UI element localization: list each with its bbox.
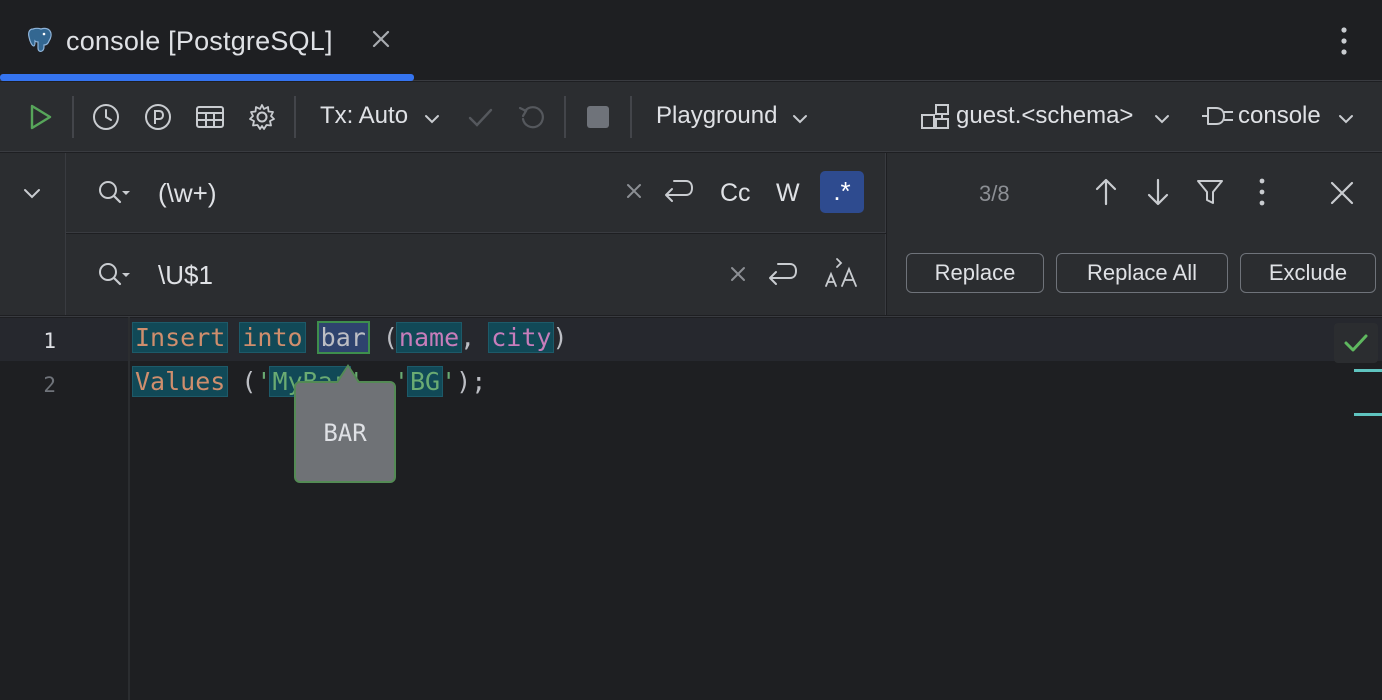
search-match: Insert <box>132 322 229 353</box>
whole-words-toggle[interactable]: W <box>776 179 800 207</box>
code-punctuation: , <box>460 323 491 352</box>
search-match: city <box>488 322 555 353</box>
chevron-down-icon[interactable] <box>422 109 442 129</box>
code-punctuation: ( <box>226 367 257 396</box>
arrow-down-icon[interactable] <box>1145 177 1171 207</box>
search-match: Values <box>132 366 229 397</box>
playground-mode-dropdown[interactable]: Playground <box>656 102 778 129</box>
rollback-icon[interactable] <box>514 99 550 135</box>
line-number: 2 <box>43 373 56 397</box>
search-match: into <box>239 322 306 353</box>
regex-toggle[interactable]: .* <box>820 171 864 213</box>
line-number: 1 <box>43 329 56 353</box>
check-icon <box>1344 334 1368 352</box>
filter-icon[interactable] <box>1195 177 1225 207</box>
toolbar-separator <box>630 96 632 138</box>
active-tab-indicator <box>0 74 414 81</box>
match-count: 3/8 <box>979 181 1010 206</box>
exclude-button[interactable]: Exclude <box>1240 253 1376 293</box>
settings-gear-icon[interactable] <box>244 99 280 135</box>
tab-title: console [PostgreSQL] <box>66 26 333 56</box>
current-search-match: bar <box>316 321 370 354</box>
collapse-replace-chevron-icon[interactable] <box>20 181 44 205</box>
inspection-status-widget[interactable] <box>1334 323 1378 363</box>
schema-dropdown[interactable]: guest.<schema> <box>956 102 1134 129</box>
tab-console[interactable]: console [PostgreSQL] <box>0 0 414 81</box>
replacement-preview-tooltip: BAR <box>294 381 396 483</box>
search-results-panel: 3/8 Replace Replace All Exclude <box>887 153 1382 315</box>
code-punctuation: ( <box>367 323 398 352</box>
scrollbar-match-marker <box>1354 413 1382 416</box>
replace-button[interactable]: Replace <box>906 253 1044 293</box>
parameters-icon[interactable] <box>140 99 176 135</box>
table-icon[interactable] <box>192 99 228 135</box>
replacement-preview-text: BAR <box>323 419 367 447</box>
preserve-case-icon[interactable] <box>824 256 860 292</box>
code-editor[interactable]: 1 2 Insert into bar (name, city) Values … <box>0 316 1382 700</box>
toolbar-separator <box>564 96 566 138</box>
search-input[interactable]: (\w+) <box>158 178 217 208</box>
console-toolbar: Tx: Auto Playground guest.<schema> conso… <box>0 82 1382 152</box>
more-vertical-icon[interactable] <box>1330 24 1358 58</box>
search-history-icon[interactable] <box>96 178 132 208</box>
search-match: name <box>395 322 463 353</box>
close-icon[interactable] <box>370 28 392 50</box>
string-quote: ' <box>393 367 409 396</box>
replace-all-button[interactable]: Replace All <box>1056 253 1228 293</box>
schema-icon <box>921 104 949 129</box>
search-match: BG <box>406 366 444 397</box>
arrow-up-icon[interactable] <box>1093 177 1119 207</box>
chevron-down-icon[interactable] <box>1336 109 1356 129</box>
stop-icon[interactable] <box>580 99 616 135</box>
toolbar-separator <box>72 96 74 138</box>
replace-row: \U$1 <box>66 234 886 315</box>
run-icon[interactable] <box>22 99 58 135</box>
code-punctuation: ) <box>552 323 568 352</box>
toolbar-separator <box>294 96 296 138</box>
transaction-mode-dropdown[interactable]: Tx: Auto <box>320 102 409 129</box>
match-case-toggle[interactable]: Cc <box>720 179 751 207</box>
gutter-divider <box>128 317 130 700</box>
new-line-icon[interactable] <box>662 177 694 207</box>
find-row: (\w+) Cc W .* <box>66 153 886 233</box>
chevron-down-icon[interactable] <box>1152 109 1172 129</box>
history-icon[interactable] <box>88 99 124 135</box>
scrollbar-match-marker <box>1354 369 1382 372</box>
close-search-icon[interactable] <box>1328 179 1356 207</box>
string-quote: ' <box>441 367 457 396</box>
chevron-down-icon[interactable] <box>790 109 810 129</box>
code-punctuation: ); <box>456 367 487 396</box>
editor-tab-bar: console [PostgreSQL] <box>0 0 1382 81</box>
replace-input[interactable]: \U$1 <box>158 260 213 290</box>
replace-history-icon[interactable] <box>96 260 132 290</box>
clear-search-icon[interactable] <box>624 181 644 201</box>
current-line-highlight <box>0 318 1382 361</box>
search-panel-gutter <box>0 153 66 315</box>
clear-replace-icon[interactable] <box>728 264 748 284</box>
more-vertical-icon[interactable] <box>1248 177 1276 207</box>
new-line-icon[interactable] <box>766 260 798 290</box>
string-quote: ' <box>256 367 272 396</box>
plug-icon <box>1202 107 1233 125</box>
commit-check-icon[interactable] <box>462 99 498 135</box>
tooltip-arrow-fill <box>338 367 358 383</box>
postgresql-icon <box>28 27 52 52</box>
code-line-1: Insert into bar (name, city) <box>132 321 568 354</box>
session-dropdown[interactable]: console <box>1238 102 1321 129</box>
